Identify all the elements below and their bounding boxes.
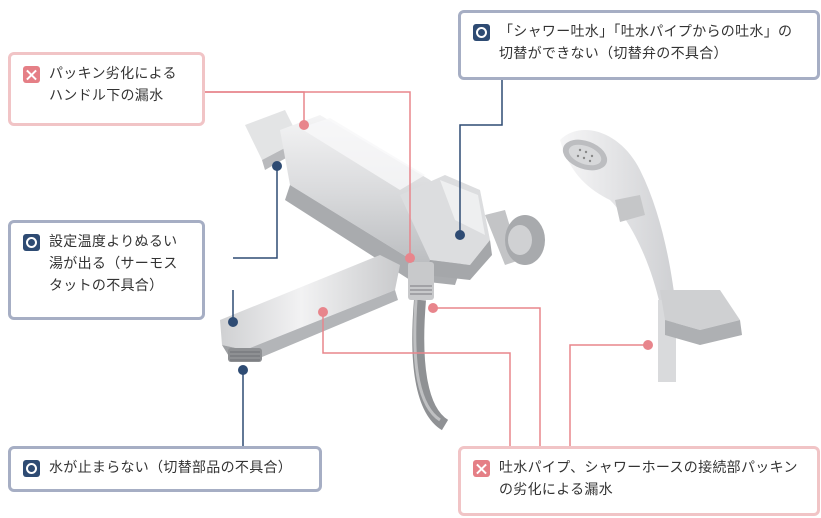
callout-text: 設定温度よりぬるい 湯が出る（サーモス タットの不具合）: [49, 234, 178, 294]
callout-lukewarm: 設定温度よりぬるい 湯が出る（サーモス タットの不具合）: [8, 220, 205, 320]
circle-icon: [23, 460, 40, 477]
wall-elbow-right: [485, 210, 545, 265]
x-icon: [473, 460, 490, 477]
pink-leader-lines: [205, 91, 648, 448]
circle-icon: [23, 234, 40, 251]
spout-pipe: [220, 255, 400, 362]
pink-markers: [299, 120, 653, 350]
hose-joint: [408, 262, 434, 300]
callout-text: パッキン劣化による ハンドル下の漏水: [49, 66, 177, 104]
shower-holder: [660, 290, 742, 345]
callout-packing-handle: パッキン劣化による ハンドル下の漏水: [8, 52, 205, 126]
circle-icon: [473, 24, 490, 41]
x-icon: [23, 66, 40, 83]
callout-text: 吐水パイプ、シャワーホースの接続部パッキン の劣化による漏水: [499, 460, 798, 498]
callout-text: 水が止まらない（切替部品の不具合）: [49, 460, 293, 476]
right-handle: [400, 175, 492, 280]
callout-no-stop: 水が止まらない（切替部品の不具合）: [8, 446, 322, 492]
callout-switch-fail: 「シャワー吐水」「吐水パイプからの吐水」の 切替ができない（切替弁の不具合）: [458, 10, 820, 80]
blue-markers: [228, 161, 465, 375]
callout-text: 「シャワー吐水」「吐水パイプからの吐水」の 切替ができない（切替弁の不具合）: [499, 24, 793, 62]
callout-joint-packing: 吐水パイプ、シャワーホースの接続部パッキン の劣化による漏水: [458, 446, 820, 516]
shower-head: [560, 130, 676, 382]
shower-hose: [412, 299, 449, 431]
blue-leader-lines: [232, 80, 503, 447]
